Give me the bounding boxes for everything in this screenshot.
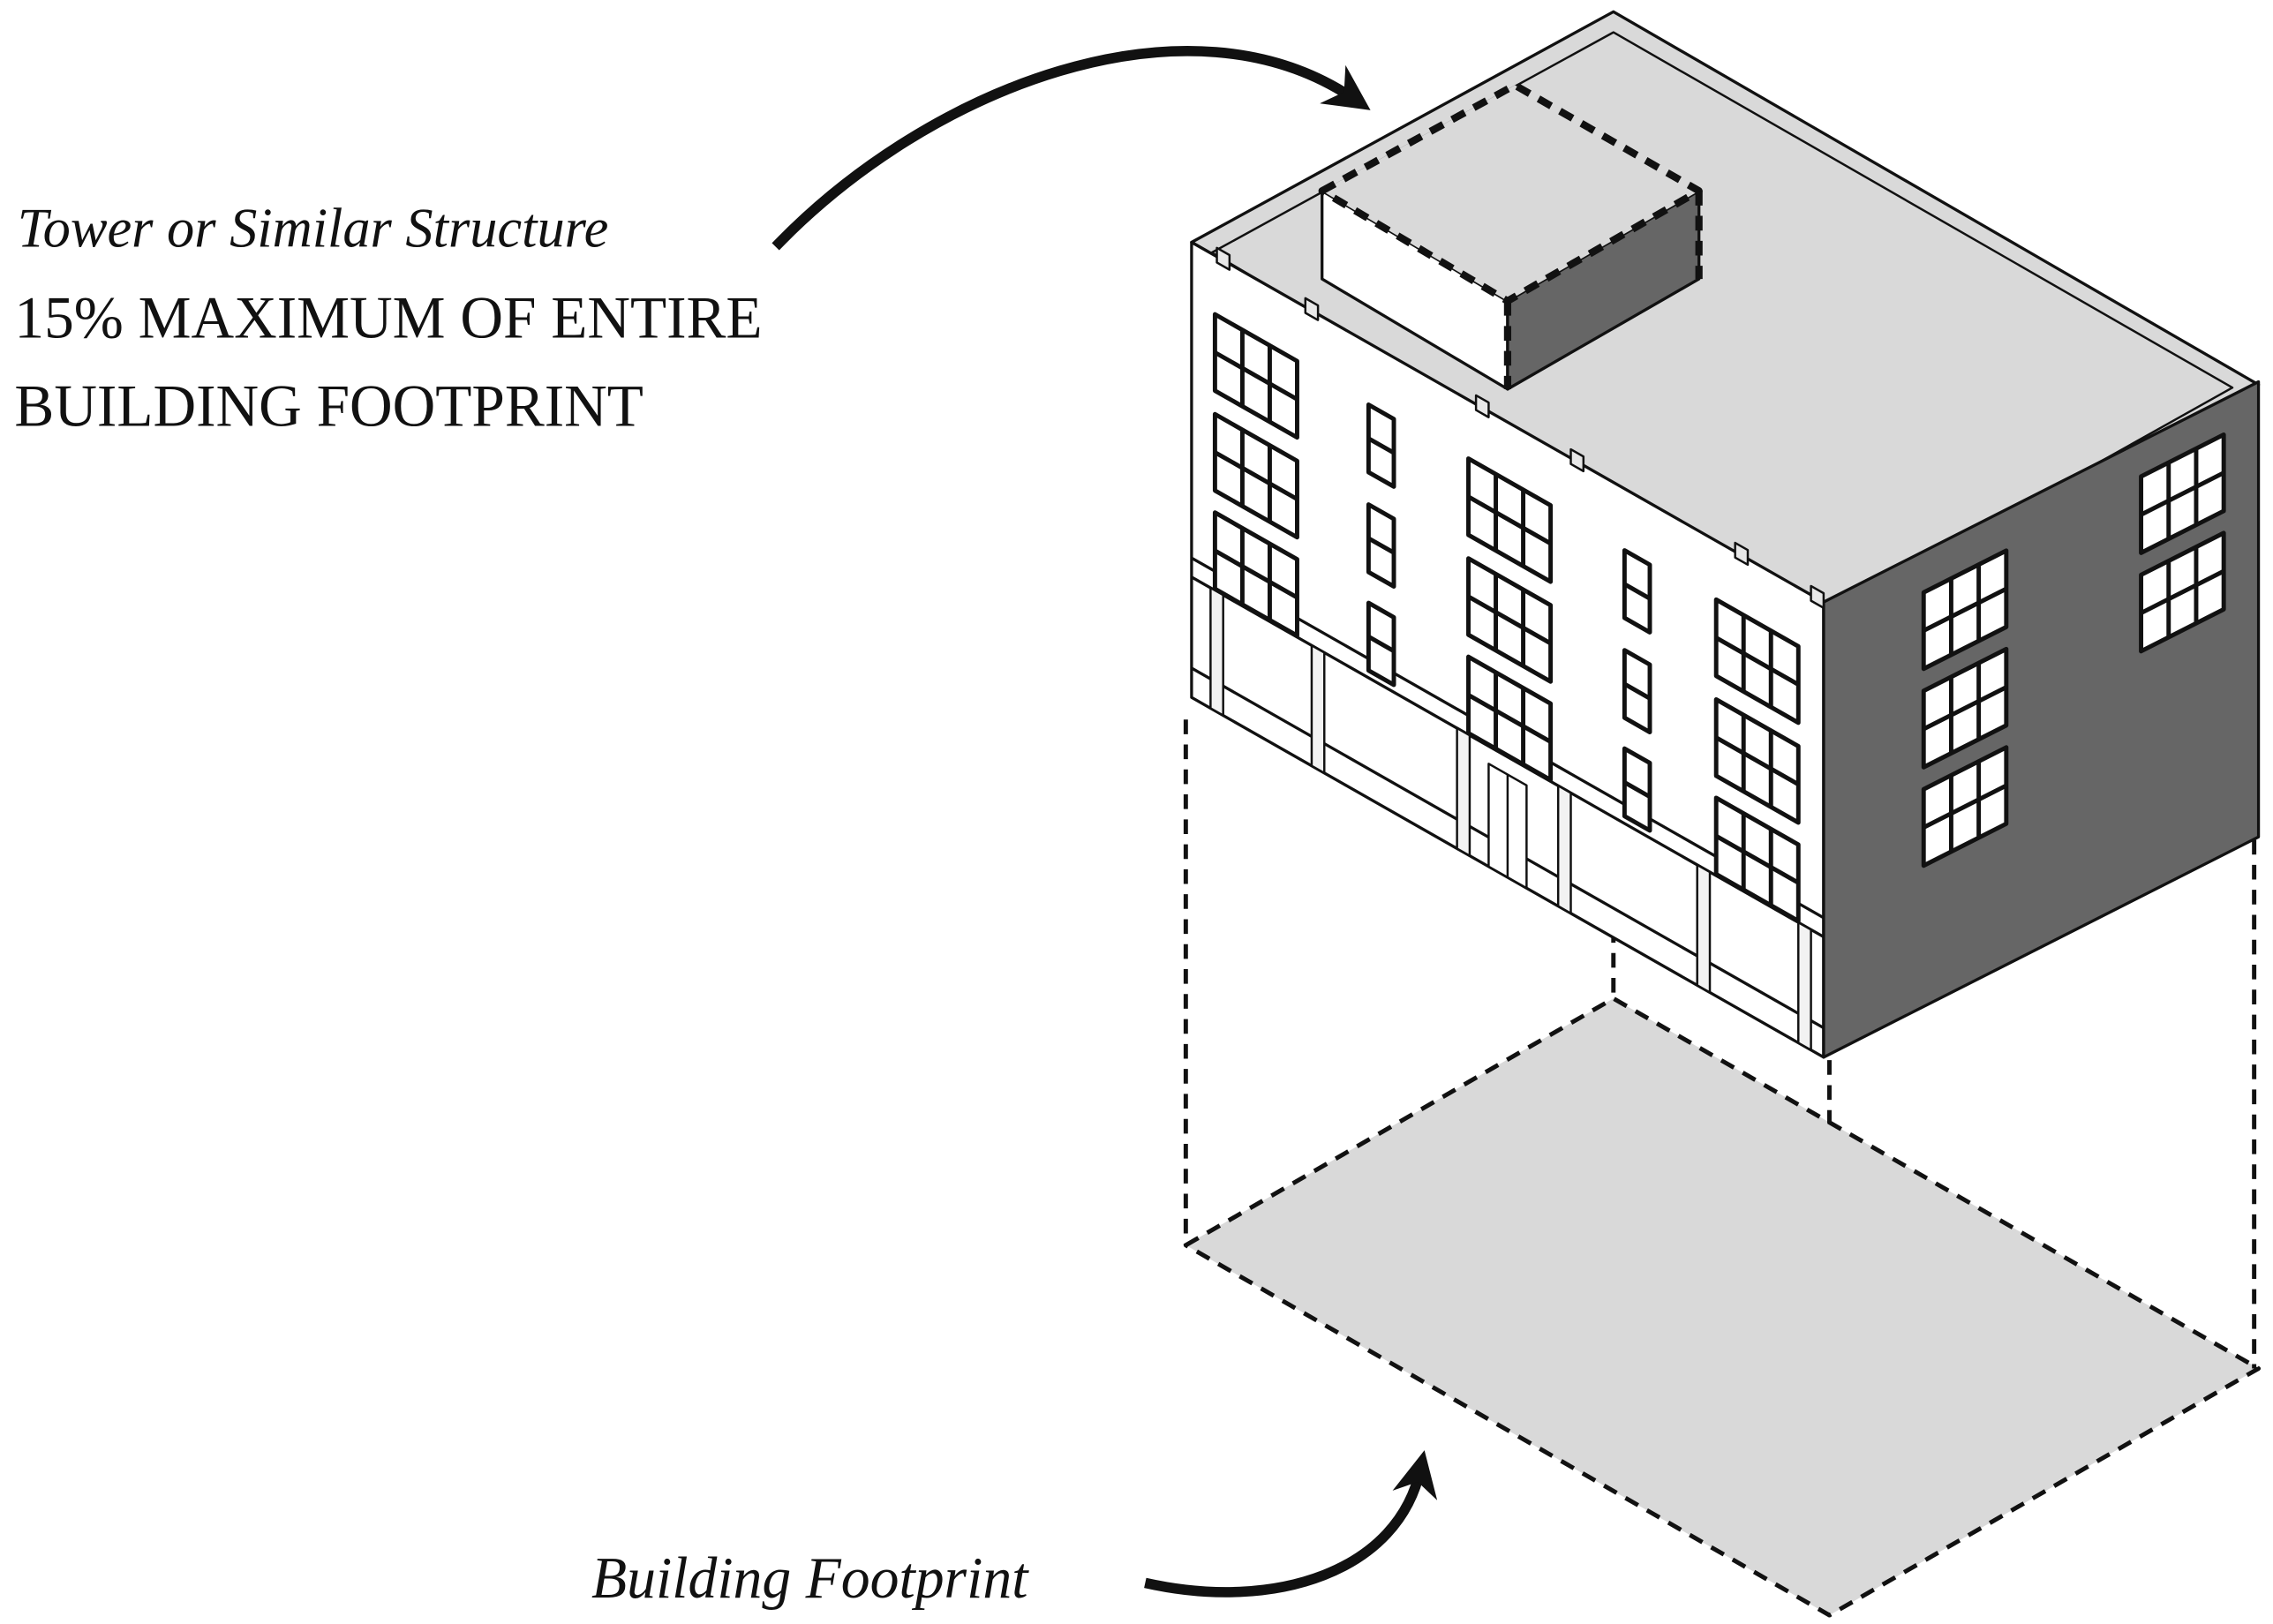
tower-rule-line2: BUILDING FOOTPRINT — [14, 372, 644, 439]
window-mullion — [1623, 780, 1652, 799]
window — [2139, 432, 2226, 555]
window — [1622, 548, 1652, 635]
window-mullion — [1714, 735, 1800, 786]
window — [1921, 745, 2009, 868]
window-mullion — [1214, 350, 1298, 402]
window — [1921, 646, 2009, 770]
window-mullion — [1923, 783, 2007, 830]
window — [1366, 502, 1396, 589]
window — [1366, 402, 1396, 489]
storefront-pillar — [1556, 784, 1572, 915]
window-mullion — [2140, 470, 2225, 517]
window — [1622, 746, 1652, 833]
window — [1713, 795, 1801, 923]
cornice-block — [1734, 541, 1750, 567]
window — [1466, 556, 1554, 684]
window-mullion — [1214, 548, 1298, 600]
window — [1622, 648, 1652, 735]
window-mullion — [1923, 586, 2007, 633]
window-mullion — [1367, 436, 1396, 455]
footprint-label: Building Footprint — [591, 1546, 1029, 1611]
window — [1921, 548, 2009, 672]
tower-rule-line1: 15% MAXIMUM OF ENTIRE — [14, 284, 762, 350]
cornice-block — [1569, 447, 1585, 473]
tower-arrow — [771, 46, 1371, 251]
cornice-block — [1304, 297, 1320, 321]
window-mullion — [1623, 681, 1652, 701]
window-mullion — [1367, 536, 1396, 555]
storefront-pillar — [1209, 586, 1224, 717]
window — [1212, 411, 1299, 540]
cornice-block — [1810, 584, 1825, 609]
window — [1212, 312, 1299, 440]
window-mullion — [2140, 568, 2225, 615]
window-mullion — [1923, 685, 2007, 732]
window-mullion — [1714, 834, 1800, 885]
window-mullion — [1467, 594, 1552, 646]
window — [2139, 530, 2226, 654]
window-mullion — [1467, 494, 1552, 545]
window — [1466, 654, 1554, 783]
window — [1366, 600, 1396, 688]
footprint-outline — [1183, 996, 2262, 1618]
tower-label: Tower or Similar Structure — [18, 197, 609, 259]
footprint-arrow — [1144, 1450, 1438, 1598]
cornice-block — [1474, 394, 1490, 418]
window-mullion — [1467, 693, 1552, 744]
window-mullion — [1367, 635, 1396, 653]
storefront-pillar — [1696, 863, 1712, 994]
window-mullion — [1214, 450, 1298, 501]
storefront-pillar — [1310, 644, 1326, 775]
window — [1713, 696, 1801, 825]
window — [1466, 456, 1554, 584]
storefront-pillar — [1456, 726, 1471, 857]
storefront-pillar — [1797, 921, 1812, 1051]
window — [1212, 510, 1299, 638]
window-mullion — [1714, 635, 1800, 687]
window-mullion — [1623, 582, 1652, 601]
window — [1713, 597, 1801, 726]
building — [1190, 10, 2261, 1059]
footprint-group — [1183, 719, 2262, 1618]
cornice-block — [1216, 246, 1231, 271]
